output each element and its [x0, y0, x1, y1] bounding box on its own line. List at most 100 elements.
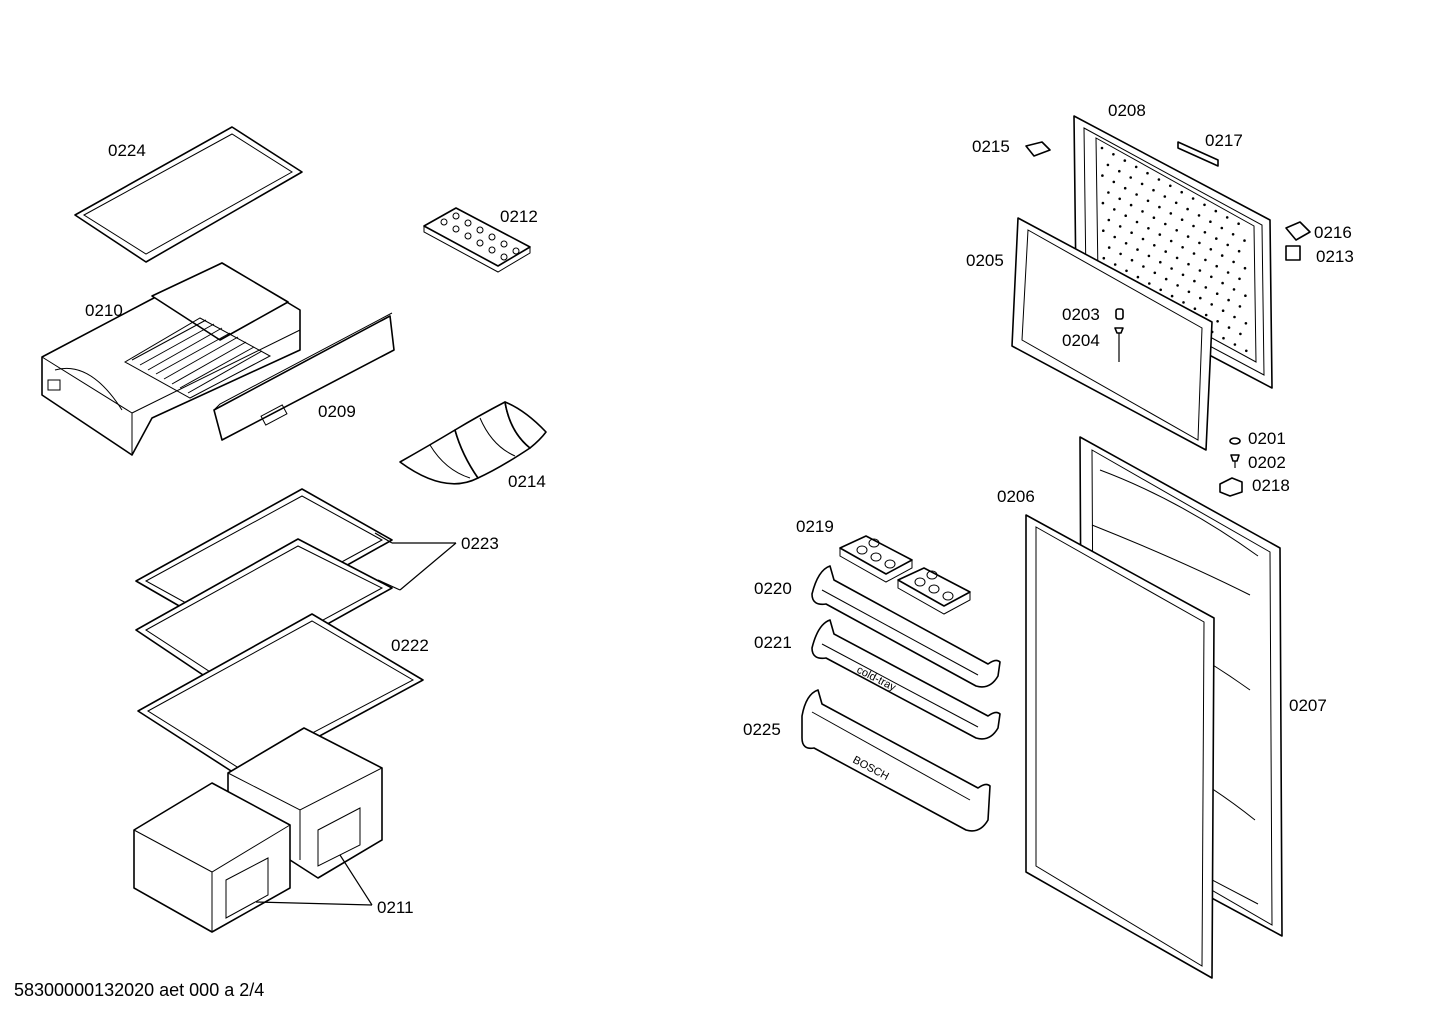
- perforation-dot: [1129, 176, 1132, 179]
- part-0223-glass-shelves: [135, 488, 393, 686]
- perforation-dot: [1215, 264, 1218, 268]
- perforation-dot: [1134, 165, 1138, 169]
- perforation-dot: [1226, 271, 1230, 274]
- perforation-dot: [1181, 273, 1185, 277]
- perforation-dot: [1187, 262, 1190, 266]
- perforation-dot: [1245, 349, 1248, 353]
- perforation-dot: [1141, 210, 1144, 213]
- perforation-dot: [1158, 233, 1162, 236]
- perforation-dot: [1170, 267, 1173, 270]
- perforation-dot: [1198, 269, 1202, 272]
- perforation-dot: [1174, 201, 1178, 205]
- label-0210: 0210: [85, 301, 123, 320]
- perforation-dot: [1176, 284, 1179, 287]
- perforation-dot: [1125, 269, 1128, 273]
- perforation-dot: [1100, 146, 1104, 150]
- part-0222-glass-shelf: [137, 613, 424, 779]
- label-0211: 0211: [377, 898, 414, 917]
- part-0225-bottle-bin: BOSCH: [801, 689, 991, 832]
- perforation-dot: [1204, 286, 1208, 289]
- perforation-dot: [1158, 205, 1161, 209]
- part-0210-drawer: [41, 262, 301, 456]
- perforation-dot: [1169, 212, 1173, 215]
- perforation-dot: [1198, 241, 1201, 245]
- part-0224-cover-plate: [74, 126, 303, 263]
- perforation-dot: [1123, 186, 1127, 190]
- perforation-dot: [1244, 322, 1248, 325]
- perforation-dot: [1227, 326, 1231, 329]
- perforation-dot: [1181, 246, 1184, 249]
- leader-lines: [255, 532, 457, 906]
- perforation-dot: [1191, 197, 1195, 200]
- part-0214-bottle-rack: [399, 401, 547, 485]
- perforation-dot: [1136, 275, 1140, 279]
- perforation-dot: [1112, 153, 1115, 156]
- perforation-dot: [1237, 222, 1240, 225]
- perforation-dot: [1221, 309, 1225, 313]
- perforation-dot: [1204, 313, 1208, 317]
- perforation-dot: [1175, 229, 1178, 232]
- perforation-dot: [1222, 336, 1225, 340]
- label-0220: 0220: [754, 579, 792, 598]
- perforation-dot: [1113, 208, 1116, 211]
- label-0205: 0205: [966, 251, 1004, 270]
- perforation-dot: [1146, 171, 1149, 175]
- label-0201: 0201: [1248, 429, 1286, 448]
- perforation-dot: [1107, 191, 1110, 194]
- perforation-dot: [1214, 209, 1218, 213]
- perforation-dot: [1199, 296, 1202, 300]
- perforation-dot: [1221, 281, 1224, 285]
- label-0206: 0206: [997, 487, 1035, 506]
- perforation-dot: [1153, 244, 1156, 247]
- label-0214: 0214: [508, 472, 546, 491]
- label-0203: 0203: [1062, 305, 1100, 324]
- perforation-dot: [1146, 199, 1150, 203]
- perforation-dot: [1106, 163, 1110, 167]
- label-0204: 0204: [1062, 331, 1100, 350]
- perforation-dot: [1226, 243, 1229, 247]
- perforation-dot: [1102, 256, 1106, 260]
- part-0212-ice-tray: [423, 207, 531, 273]
- part-0206-fridge-seal: [1025, 514, 1215, 979]
- perforation-dot: [1130, 258, 1134, 262]
- label-0218: 0218: [1252, 476, 1290, 495]
- perforation-dot: [1107, 218, 1111, 222]
- perforation-dot: [1112, 180, 1116, 184]
- perforation-dot: [1180, 190, 1183, 194]
- perforation-dot: [1130, 231, 1133, 234]
- part-0211-crispers: [133, 727, 383, 933]
- part-0203-0204-pin-screw: [1114, 308, 1124, 362]
- label-0217: 0217: [1205, 131, 1243, 150]
- perforation-dot: [1135, 220, 1139, 224]
- document-reference: 58300000132020 aet 000 a 2/4: [14, 980, 265, 1000]
- label-0223: 0223: [461, 534, 499, 553]
- perforation-dot: [1147, 227, 1150, 230]
- label-0216: 0216: [1314, 223, 1352, 242]
- perforation-dot: [1203, 231, 1207, 234]
- perforation-dot: [1232, 288, 1236, 291]
- perforation-dot: [1231, 233, 1235, 236]
- perforation-dot: [1210, 303, 1213, 306]
- perforation-dot: [1210, 275, 1213, 279]
- perforation-dot: [1141, 237, 1145, 241]
- perforation-dot: [1124, 242, 1128, 245]
- perforation-dot: [1227, 298, 1230, 302]
- perforation-dot: [1186, 207, 1189, 211]
- perforation-dot: [1118, 197, 1121, 201]
- perforation-dot: [1204, 258, 1207, 262]
- perforation-dot: [1102, 229, 1105, 232]
- part-0205-freezer-seal: [1011, 217, 1213, 451]
- perforation-dot: [1215, 292, 1219, 296]
- perforation-dot: [1164, 250, 1167, 253]
- perforation-dot: [1239, 332, 1242, 336]
- perforation-dot: [1220, 254, 1224, 257]
- perforation-dot: [1164, 277, 1168, 281]
- perforation-dot: [1152, 216, 1156, 219]
- perforation-dot: [1159, 260, 1162, 264]
- label-0207: 0207: [1289, 696, 1327, 715]
- perforation-dot: [1203, 203, 1206, 207]
- part-0219-egg-trays: [839, 535, 971, 615]
- perforation-dot: [1180, 218, 1184, 221]
- perforation-dot: [1216, 320, 1219, 323]
